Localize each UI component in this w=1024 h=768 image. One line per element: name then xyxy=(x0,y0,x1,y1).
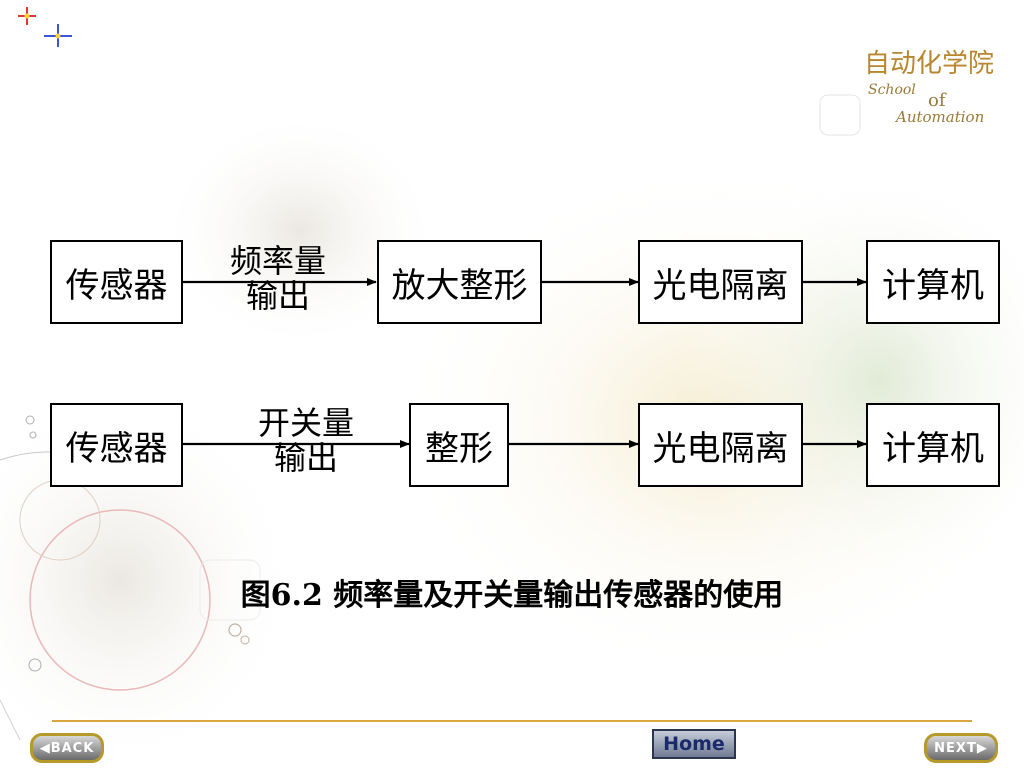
node-amplify-shape: 放大整形 xyxy=(377,240,542,324)
edge-label-line1: 频率量 xyxy=(229,242,326,280)
edge-label-line1: 开关量 xyxy=(257,404,354,442)
back-button[interactable]: ◀ BACK xyxy=(30,733,104,763)
edge-label-frequency-output: 频率量 输出 xyxy=(208,244,348,314)
node-shape: 整形 xyxy=(409,403,509,487)
school-logo: 自动化学院 School of Automation xyxy=(864,49,994,126)
footer-divider xyxy=(52,720,972,722)
back-arrow-icon: ◀ xyxy=(39,740,51,756)
svg-text:School: School xyxy=(868,82,916,98)
figure-caption: 图6.2 频率量及开关量输出传感器的使用 xyxy=(240,578,784,613)
back-label: BACK xyxy=(50,740,95,756)
edge-label-line2: 输出 xyxy=(245,277,310,315)
node-computer-1: 计算机 xyxy=(866,240,1000,324)
svg-text:of: of xyxy=(928,90,947,111)
node-optical-isolation-1: 光电隔离 xyxy=(638,240,803,324)
node-computer-2: 计算机 xyxy=(866,403,1000,487)
edge-label-switch-output: 开关量 输出 xyxy=(236,406,376,476)
home-label: Home xyxy=(663,733,725,755)
node-sensor-1: 传感器 xyxy=(50,240,183,324)
next-label: NEXT xyxy=(934,740,977,756)
node-optical-isolation-2: 光电隔离 xyxy=(638,403,803,487)
svg-text:Automation: Automation xyxy=(894,108,984,126)
edge-label-line2: 输出 xyxy=(273,439,338,477)
logo-cn-text: 自动化学院 xyxy=(864,49,994,79)
next-button[interactable]: NEXT ▶ xyxy=(924,733,998,763)
next-arrow-icon: ▶ xyxy=(976,740,988,756)
crosshair-decoration-icon xyxy=(18,7,72,47)
home-button[interactable]: Home xyxy=(652,729,736,759)
node-sensor-2: 传感器 xyxy=(50,403,183,487)
